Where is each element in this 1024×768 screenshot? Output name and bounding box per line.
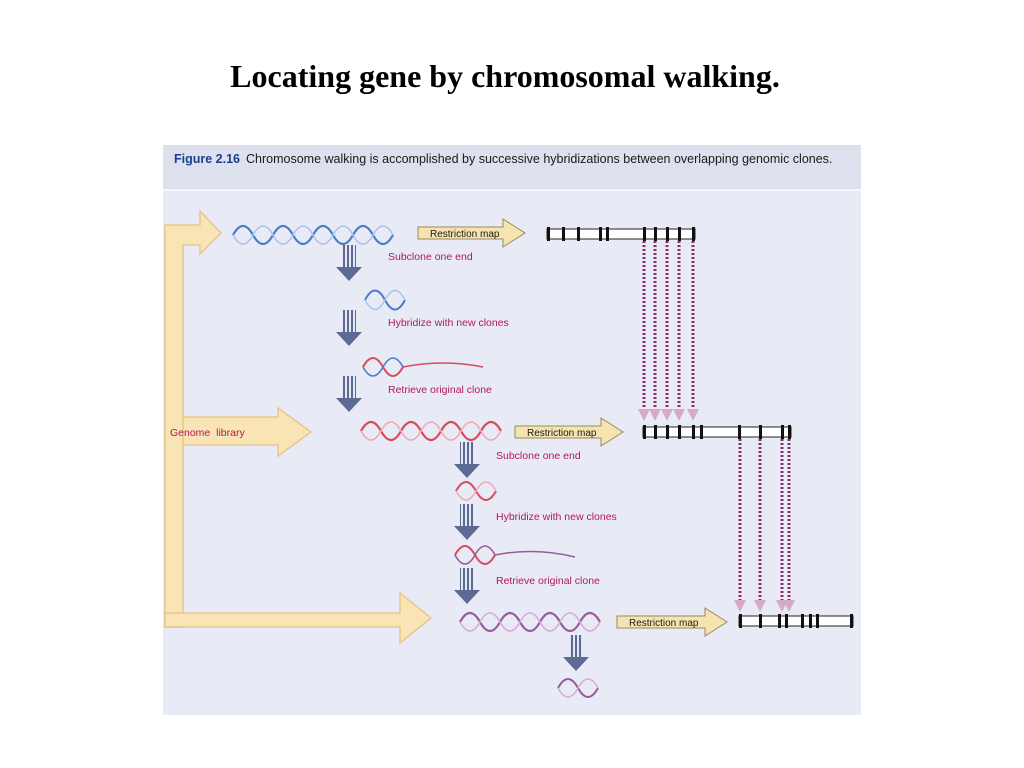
down-arrow-6	[454, 568, 480, 604]
dna-clone-3	[459, 611, 601, 633]
down-arrows	[336, 245, 589, 671]
down-arrow-2	[336, 310, 362, 346]
figure-caption: Figure 2.16 Chromosome walking is accompl…	[174, 152, 854, 167]
retrieve-label-2: Retrieve original clone	[496, 575, 600, 587]
hybrid-fragment-1	[362, 357, 484, 377]
dna-clone-2	[360, 420, 502, 442]
hybridize-label-2: Hybridize with new clones	[496, 511, 617, 523]
down-arrow-3	[336, 376, 362, 412]
down-arrow-1	[336, 245, 362, 281]
library-branch-2	[182, 406, 313, 458]
down-arrow-7	[563, 635, 589, 671]
restriction-map-bar-1	[546, 227, 696, 241]
subclone-fragment-2	[455, 481, 497, 501]
restriction-map-arrow-1: Restriction map	[417, 218, 526, 248]
subclone-label-2: Subclone one end	[496, 450, 581, 462]
dna-clone-1	[232, 224, 394, 246]
dotted-arrowheads-2	[734, 600, 795, 612]
subclone-fragment-3	[557, 678, 599, 698]
restriction-map-label-1: Restriction map	[430, 229, 500, 240]
genome-library-arrows	[164, 209, 433, 645]
restriction-map-bar-2	[642, 425, 792, 439]
dotted-alignment-lines-2	[738, 439, 791, 600]
down-arrow-4	[454, 442, 480, 478]
slide-title: Locating gene by chromosomal walking.	[230, 58, 780, 94]
hybridize-label-1: Hybridize with new clones	[388, 317, 509, 329]
figure-panel: Figure 2.16 Chromosome walking is accompl…	[163, 145, 861, 715]
figure-label: Figure 2.16	[174, 152, 240, 166]
restriction-map-label-3: Restriction map	[629, 618, 699, 629]
down-arrow-5	[454, 504, 480, 540]
restriction-map-label-2: Restriction map	[527, 428, 597, 439]
caption-body: Chromosome walking is accomplished by su…	[246, 152, 833, 166]
dotted-alignment-lines-1	[642, 241, 695, 409]
dotted-arrowheads-1	[638, 409, 699, 421]
subclone-fragment-1	[364, 289, 406, 311]
chromosome-walking-diagram: Genome library Restriction map Restricti…	[164, 209, 854, 698]
restriction-map-arrow-3: Restriction map	[616, 607, 728, 637]
retrieve-label-1: Retrieve original clone	[388, 384, 492, 396]
library-branch-3	[164, 591, 433, 645]
hybrid-fragment-2	[454, 545, 576, 565]
caption-band: Figure 2.16 Chromosome walking is accompl…	[163, 145, 861, 191]
restriction-map-bar-3	[738, 614, 854, 628]
subclone-label-1: Subclone one end	[388, 251, 473, 263]
genome-library-label: Genome library	[170, 427, 245, 439]
restriction-map-arrow-2: Restriction map	[514, 417, 624, 447]
